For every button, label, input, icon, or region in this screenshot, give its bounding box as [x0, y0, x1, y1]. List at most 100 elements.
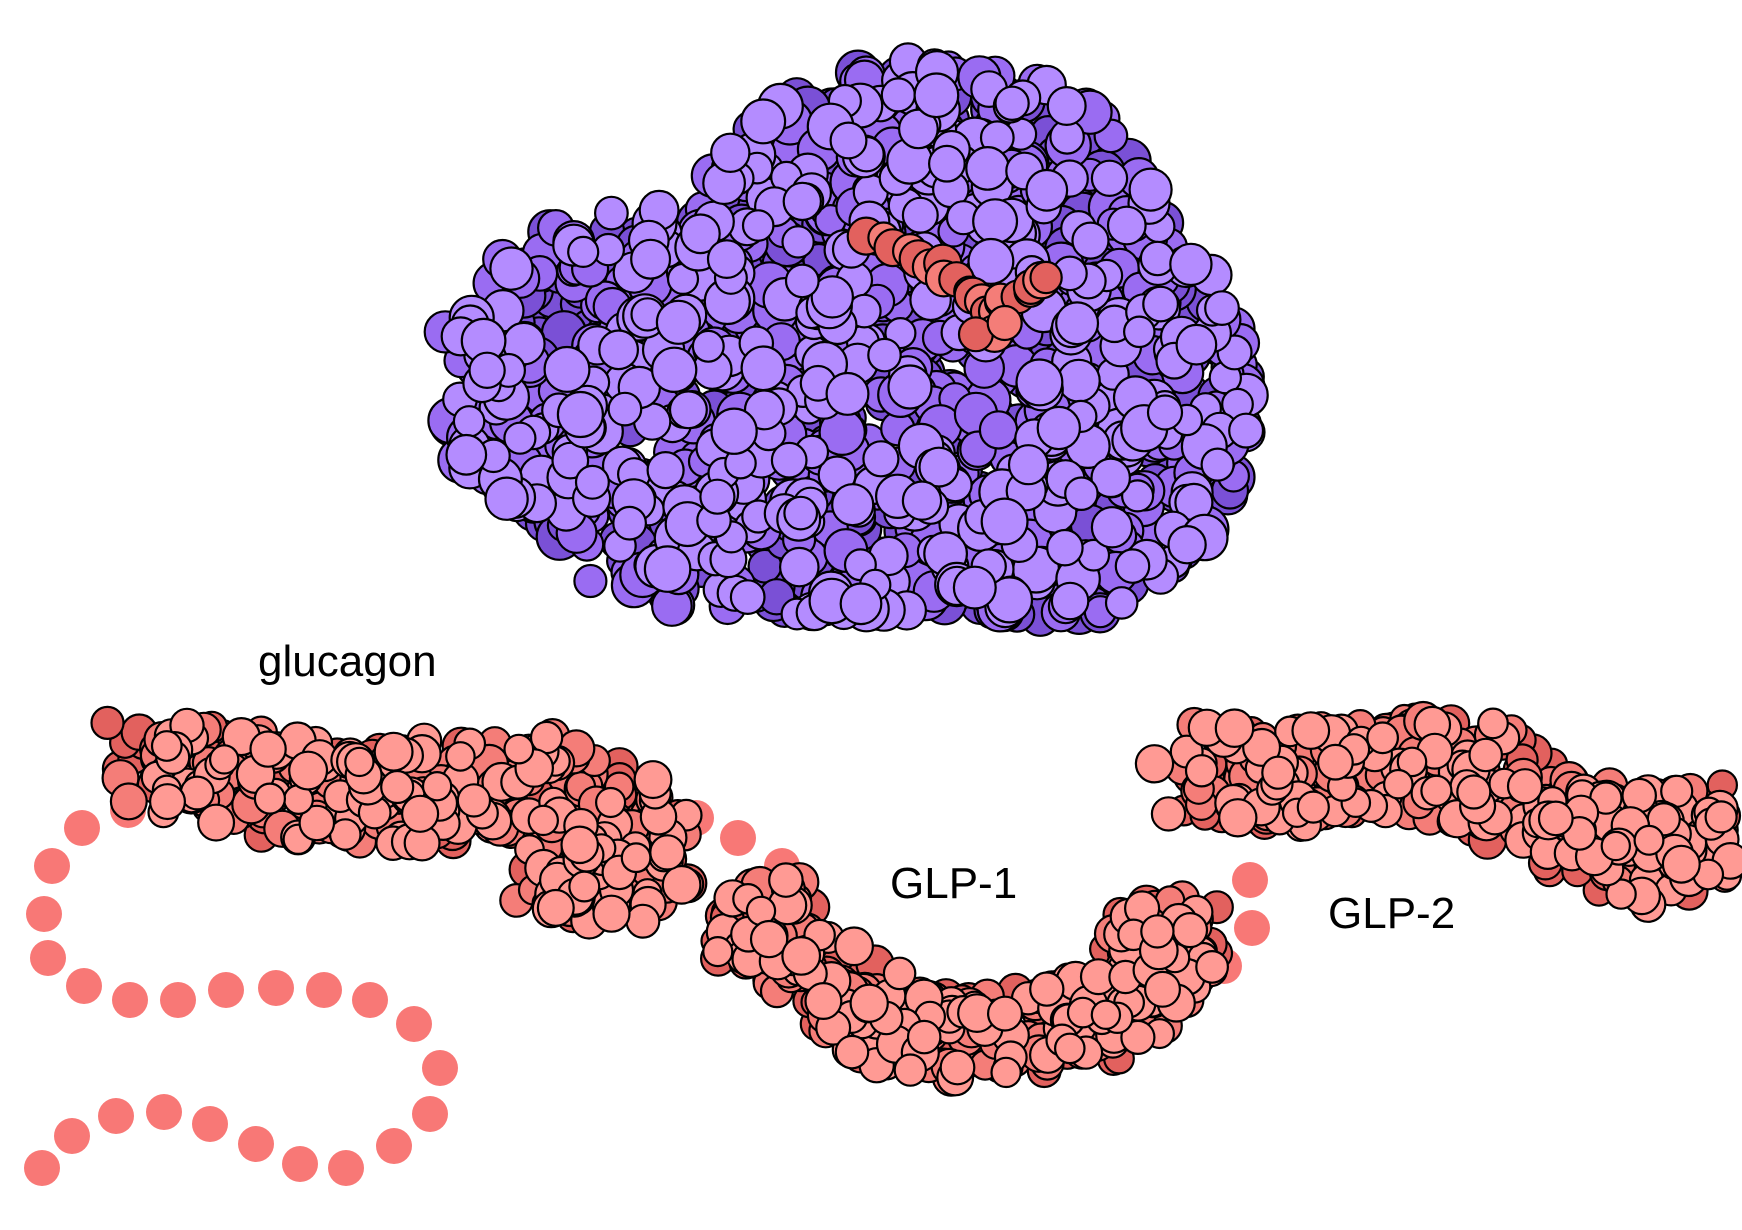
glp1-atom — [834, 1034, 870, 1070]
glp2-atom — [1184, 754, 1219, 788]
glp2-atom — [1291, 711, 1331, 750]
enzyme-atom — [1128, 167, 1173, 212]
glucagon-atom — [373, 731, 414, 772]
linker-dot — [238, 1126, 274, 1162]
enzyme-atom — [680, 213, 721, 255]
enzyme-atom — [825, 371, 870, 416]
glp1-atom — [939, 1049, 976, 1086]
enzyme-atom — [965, 145, 1010, 191]
glucagon-atom — [536, 888, 575, 927]
glp1-atom — [1140, 914, 1175, 949]
glucagon-atom — [560, 825, 600, 865]
linker-dot — [192, 1106, 228, 1142]
enzyme-atom — [741, 209, 775, 242]
enzyme-atom — [1228, 412, 1265, 449]
linker-dot — [30, 940, 66, 976]
enzyme-atom — [1056, 358, 1101, 403]
glp2-atom — [1420, 774, 1453, 807]
glucagon-atom — [344, 746, 375, 778]
enzyme-atom — [1015, 358, 1064, 407]
glp1-atom — [893, 1053, 928, 1087]
linker-dot — [376, 1128, 412, 1164]
enzyme-atom — [1139, 240, 1176, 277]
glucagon-atom — [109, 782, 148, 821]
enzyme-atom — [1104, 586, 1139, 620]
glp1-atom — [1029, 971, 1065, 1007]
enzyme-atom — [710, 132, 751, 173]
linker-dot — [422, 1050, 458, 1086]
enzyme-atom — [668, 390, 708, 430]
enzyme-atom — [972, 198, 1019, 245]
linker-dot — [1234, 910, 1270, 946]
enzyme-atom — [1090, 159, 1129, 197]
glp2-atom — [1261, 755, 1296, 790]
enzyme-atom — [829, 121, 868, 160]
enzyme-atom — [573, 563, 608, 599]
linker-dot — [160, 982, 196, 1018]
glucagon-atom — [421, 771, 453, 802]
enzyme-atom — [740, 345, 787, 392]
glp2-atom — [1383, 768, 1414, 800]
enzyme-molecule — [423, 42, 1269, 637]
enzyme-atom — [646, 451, 685, 490]
glp1-atom — [1054, 1032, 1086, 1065]
enzyme-atom — [612, 505, 647, 541]
enzyme-atom — [901, 196, 939, 234]
enzyme-atom — [567, 235, 600, 268]
glucagon-atom — [649, 834, 686, 871]
enzyme-atom — [913, 72, 960, 119]
enzyme-atom — [1090, 457, 1132, 499]
enzyme-atom — [452, 405, 486, 438]
enzyme-atom — [862, 440, 900, 478]
linker-dot — [328, 1150, 364, 1186]
linker-dot — [720, 820, 756, 856]
glp2-atom — [1150, 796, 1187, 832]
linker-dot — [396, 1006, 432, 1042]
enzyme-atom — [898, 108, 939, 150]
enzyme-atom — [901, 480, 943, 521]
glp1-atom — [990, 1056, 1022, 1089]
glp1-atom — [768, 862, 804, 898]
enzyme-atom — [831, 483, 875, 527]
enzyme-atom — [980, 497, 1029, 546]
glp2-atom — [1316, 743, 1354, 781]
enzyme-atom — [1046, 85, 1087, 126]
enzyme-atom — [1050, 581, 1090, 621]
linker-dot — [26, 896, 62, 932]
enzyme-atom — [1055, 301, 1100, 346]
enzyme-atom — [468, 351, 506, 389]
enzyme-atom — [1142, 285, 1179, 323]
bound-peptide-atom — [1029, 260, 1063, 295]
enzyme-atom — [643, 545, 692, 593]
enzyme-atom — [880, 77, 916, 113]
glucagon-molecule — [90, 705, 708, 940]
enzyme-atom — [556, 390, 605, 439]
enzyme-atom — [574, 464, 610, 500]
glp1-atom — [986, 995, 1023, 1032]
glucagon-atom — [208, 744, 240, 775]
enzyme-atom — [651, 346, 698, 393]
glucagon-atom — [594, 786, 627, 819]
glucagon-atom — [150, 730, 183, 762]
enzyme-atom — [1036, 405, 1082, 451]
glucagon-atom — [592, 894, 631, 933]
label-glp1: GLP-1 — [890, 859, 1018, 908]
enzyme-atom — [778, 546, 820, 588]
glucagon-atom — [253, 782, 286, 815]
enzyme-atom — [740, 98, 787, 145]
enzyme-atom — [543, 345, 591, 393]
glp1-atom — [1171, 911, 1209, 949]
linker-dot — [146, 1094, 182, 1130]
enzyme-atom — [839, 582, 883, 626]
linker-dot — [34, 848, 70, 884]
glp1-atom — [849, 983, 889, 1023]
glucagon-atom — [620, 842, 652, 874]
glp1-atom — [906, 1019, 942, 1055]
enzyme-atom — [918, 446, 960, 488]
enzyme-atom — [1204, 290, 1240, 327]
enzyme-atom — [952, 565, 997, 610]
glucagon-atom — [197, 803, 236, 842]
enzyme-atom — [928, 144, 966, 183]
glp1-molecule — [699, 862, 1234, 1097]
